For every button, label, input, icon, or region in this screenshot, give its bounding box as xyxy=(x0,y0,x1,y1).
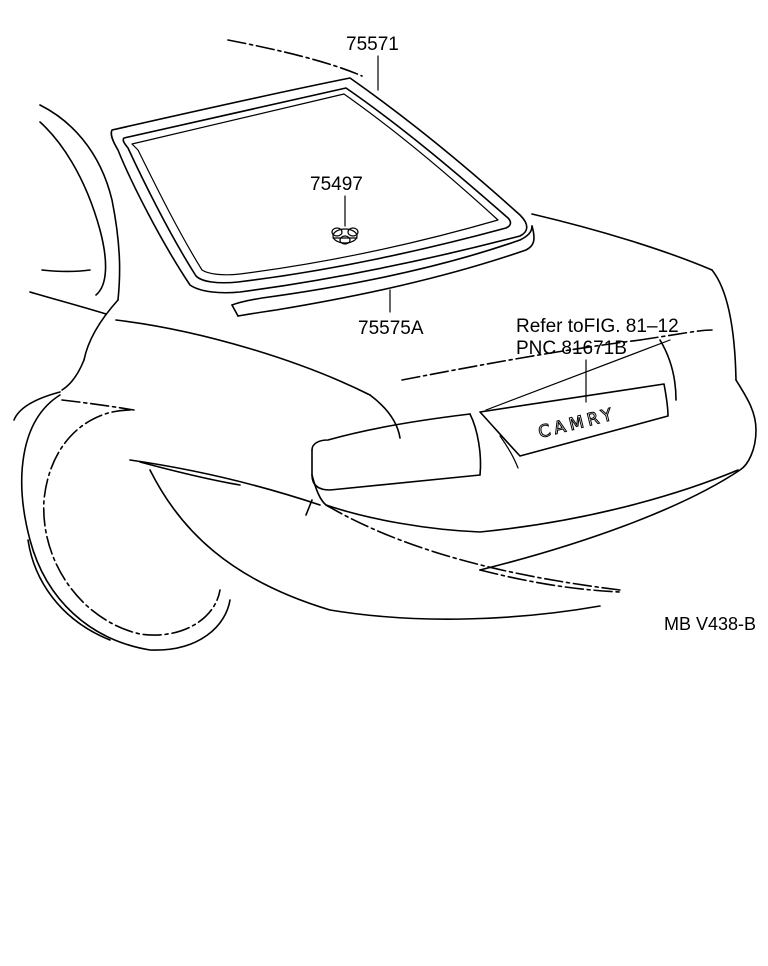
callout-75571: 75571 xyxy=(346,34,399,55)
car-body-outline xyxy=(13,104,757,651)
callout-75497: 75497 xyxy=(310,174,363,195)
rear-window-weatherstrip xyxy=(110,77,528,294)
callout-refer-line1: Refer toFIG. 81–12 xyxy=(516,316,679,337)
rear-molding xyxy=(231,225,535,317)
roof-line xyxy=(227,39,363,77)
logo-emblem xyxy=(331,227,359,245)
callout-refer-line2: PNC 81671B xyxy=(516,338,627,359)
figure-code: MB V438-B xyxy=(664,614,756,634)
callout-75575a: 75575A xyxy=(358,318,424,339)
leader-lines xyxy=(344,55,587,403)
camry-emblem-text: CAMRY xyxy=(536,404,618,443)
